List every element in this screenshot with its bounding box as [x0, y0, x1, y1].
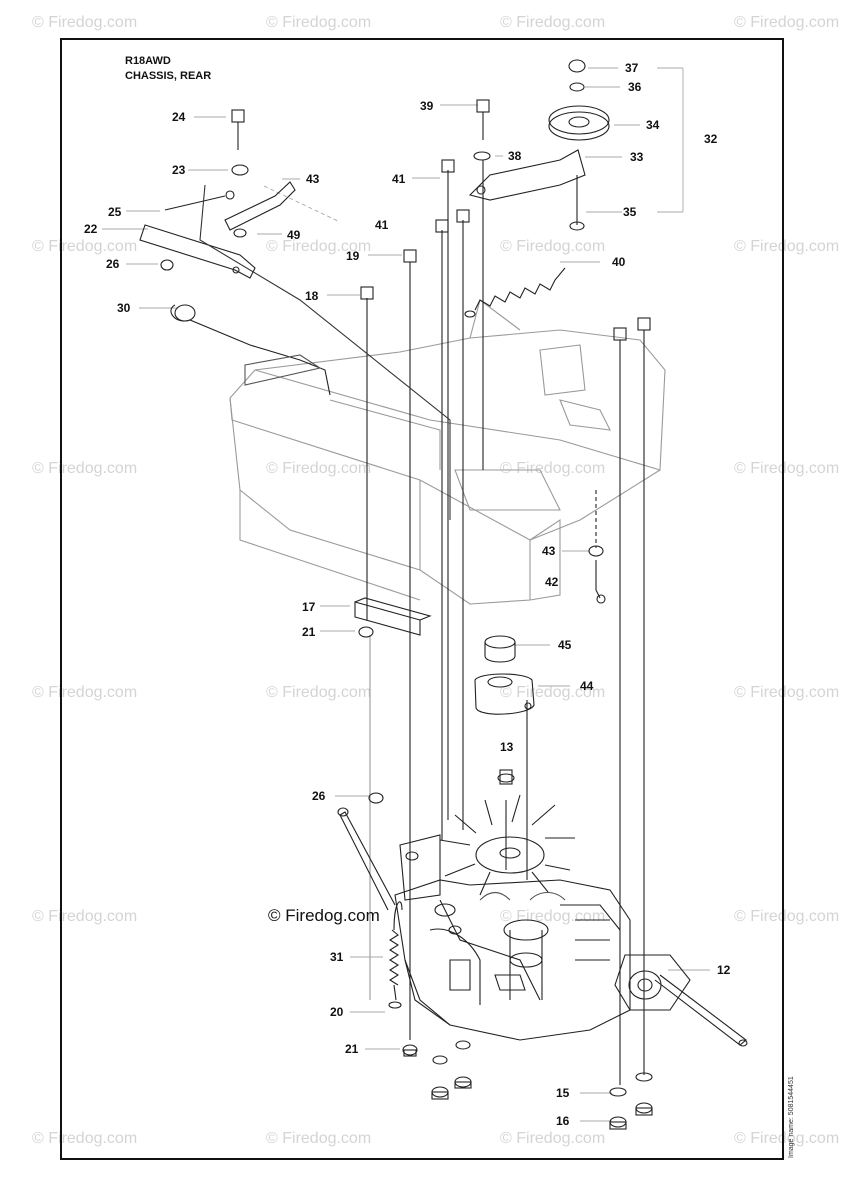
part-label: 45	[558, 638, 572, 652]
part-label: 19	[346, 249, 360, 263]
watermark: © Firedog.com	[500, 1130, 606, 1147]
section-title: CHASSIS, REAR	[125, 70, 212, 82]
nut-26-lower	[368, 792, 384, 804]
watermark: © Firedog.com	[32, 238, 138, 255]
watermark: © Firedog.com	[266, 1130, 372, 1147]
part-label: 15	[556, 1086, 570, 1100]
part-label: 30	[117, 301, 131, 315]
watermark: © Firedog.com	[500, 14, 606, 31]
part-label: 41	[375, 218, 389, 232]
part-label: 35	[623, 205, 637, 219]
part-label: 12	[717, 963, 731, 977]
bracket-17	[354, 597, 432, 638]
part-label: 18	[305, 289, 319, 303]
part-label: 13	[500, 740, 514, 754]
watermark: © Firedog.com	[500, 238, 606, 255]
lift-lever-arms	[139, 164, 451, 520]
transaxle-assembly	[337, 807, 748, 1047]
watermark: © Firedog.com	[266, 14, 372, 31]
part-label: 42	[545, 575, 559, 589]
oil-reservoir	[474, 635, 535, 715]
part-label: 44	[580, 679, 594, 693]
vertical-bolts	[231, 99, 651, 1085]
part-label: 25	[108, 205, 122, 219]
part-label: 43	[306, 172, 320, 186]
watermark: © Firedog.com	[266, 684, 372, 701]
watermark: © Firedog.com	[266, 238, 372, 255]
part-label: 16	[556, 1114, 570, 1128]
watermark: © Firedog.com	[266, 460, 372, 477]
part-label: 37	[625, 61, 639, 75]
part-label: 20	[330, 1005, 344, 1019]
watermark: © Firedog.com	[734, 460, 840, 477]
return-spring-31	[388, 901, 403, 1009]
part-label: 26	[106, 257, 120, 271]
model-title: R18AWD	[125, 55, 171, 67]
watermark: © Firedog.com	[32, 684, 138, 701]
part-label: 26	[312, 789, 326, 803]
part-label: 23	[172, 163, 186, 177]
watermark: © Firedog.com	[734, 238, 840, 255]
leader-lines	[102, 67, 710, 1122]
part-label: 40	[612, 255, 626, 269]
part-label: 36	[628, 80, 642, 94]
idler-pulley-assembly	[468, 59, 610, 231]
watermark: © Firedog.com	[734, 14, 840, 31]
part-label: 17	[302, 600, 316, 614]
watermark: © Firedog.com	[734, 684, 840, 701]
bottom-hardware	[402, 1040, 653, 1130]
part-label: 49	[287, 228, 301, 242]
part-label: 21	[345, 1042, 359, 1056]
watermark: © Firedog.com	[32, 460, 138, 477]
part-label: 22	[84, 222, 98, 236]
watermark: © Firedog.com	[500, 908, 606, 925]
part-label: 21	[302, 625, 316, 639]
watermark: © Firedog.com	[32, 14, 138, 31]
spring-40	[464, 267, 566, 318]
part-label: 34	[646, 118, 660, 132]
center-watermark: © Firedog.com	[268, 906, 380, 925]
part-label: 31	[330, 950, 344, 964]
cooling-fan	[439, 769, 575, 896]
part-label: 32	[704, 132, 718, 146]
pivot-bolt	[588, 545, 606, 604]
part-label: 24	[172, 110, 186, 124]
watermark: © Firedog.com	[734, 1130, 840, 1147]
watermark: © Firedog.com	[500, 460, 606, 477]
diagram-frame	[60, 38, 784, 1160]
watermark: © Firedog.com	[734, 908, 840, 925]
part-label: 41	[392, 172, 406, 186]
part-label: 33	[630, 150, 644, 164]
watermark: © Firedog.com	[32, 1130, 138, 1147]
image-number: Image name: 5081544451	[788, 1076, 795, 1158]
watermark: © Firedog.com	[32, 908, 138, 925]
part-label: 38	[508, 149, 522, 163]
part-label: 43	[542, 544, 556, 558]
part-label: 39	[420, 99, 434, 113]
watermark: © Firedog.com	[500, 684, 606, 701]
